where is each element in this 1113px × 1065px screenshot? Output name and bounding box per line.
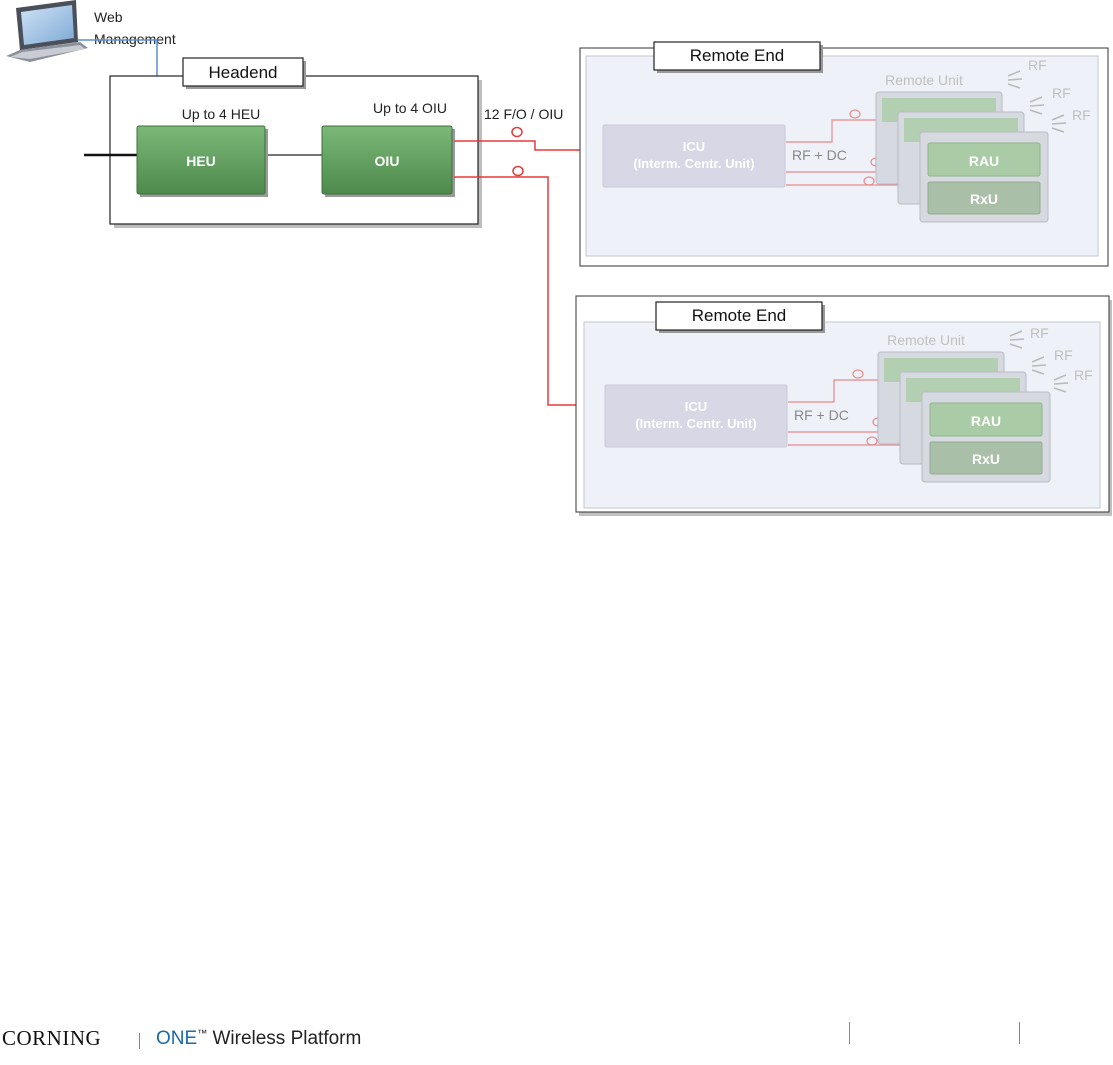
fiber-label: 12 F/O / OIU [484, 106, 563, 122]
heu-label: HEU [186, 153, 216, 169]
rf-2-label-a: RF [1030, 325, 1049, 341]
rau-1-label: RAU [969, 153, 999, 169]
remote-end-2-title: Remote End [692, 306, 787, 325]
rfdc-1-label: RF + DC [792, 147, 847, 163]
icu-2-label-line1: ICU [685, 399, 707, 414]
system-diagram: Web Management Headend Up to 4 HEU Up to… [0, 0, 1113, 1020]
product-name: ONE™ Wireless Platform [156, 1028, 361, 1050]
headend-title: Headend [208, 63, 277, 82]
icu-2-label-line2: (Interm. Centr. Unit) [635, 416, 756, 431]
remote-unit-1-label: Remote Unit [885, 72, 963, 88]
product-one: ONE [156, 1028, 197, 1049]
remote-end-2: Remote End ICU (Interm. Centr. Unit) RF … [576, 296, 1112, 516]
page-footer: CORNING ONE™ Wireless Platform [0, 1022, 1113, 1058]
icu-1-label-line1: ICU [683, 139, 705, 154]
rfdc-2-label: RF + DC [794, 407, 849, 423]
rf-1-label-a: RF [1028, 57, 1047, 73]
rf-1-label-c: RF [1072, 107, 1091, 123]
product-suffix: Wireless Platform [207, 1028, 361, 1049]
footer-separator-1 [139, 1033, 140, 1049]
rxu-1-label: RxU [970, 191, 998, 207]
rf-2-label-c: RF [1074, 367, 1093, 383]
remote-end-1: Remote End ICU (Interm. Centr. Unit) RF … [580, 42, 1108, 266]
laptop-icon [6, 0, 88, 62]
rxu-2-label: RxU [972, 451, 1000, 467]
remote-unit-2-label: Remote Unit [887, 332, 965, 348]
corning-logo: CORNING [2, 1026, 101, 1051]
oiu-count-label: Up to 4 OIU [373, 100, 447, 116]
trademark-symbol: ™ [197, 1029, 207, 1040]
oiu-label: OIU [375, 153, 400, 169]
footer-separator-3 [1019, 1022, 1020, 1044]
web-management-label-line2: Management [94, 31, 176, 47]
icu-1-label-line2: (Interm. Centr. Unit) [633, 156, 754, 171]
rf-2-label-b: RF [1054, 347, 1073, 363]
rau-2-label: RAU [971, 413, 1001, 429]
footer-separator-2 [849, 1022, 850, 1044]
fiber-loop-top [512, 128, 522, 137]
rf-1-label-b: RF [1052, 85, 1071, 101]
fiber-loop-bottom [513, 167, 523, 176]
heu-count-label: Up to 4 HEU [182, 106, 261, 122]
web-management-label-line1: Web [94, 9, 123, 25]
remote-end-1-title: Remote End [690, 46, 785, 65]
